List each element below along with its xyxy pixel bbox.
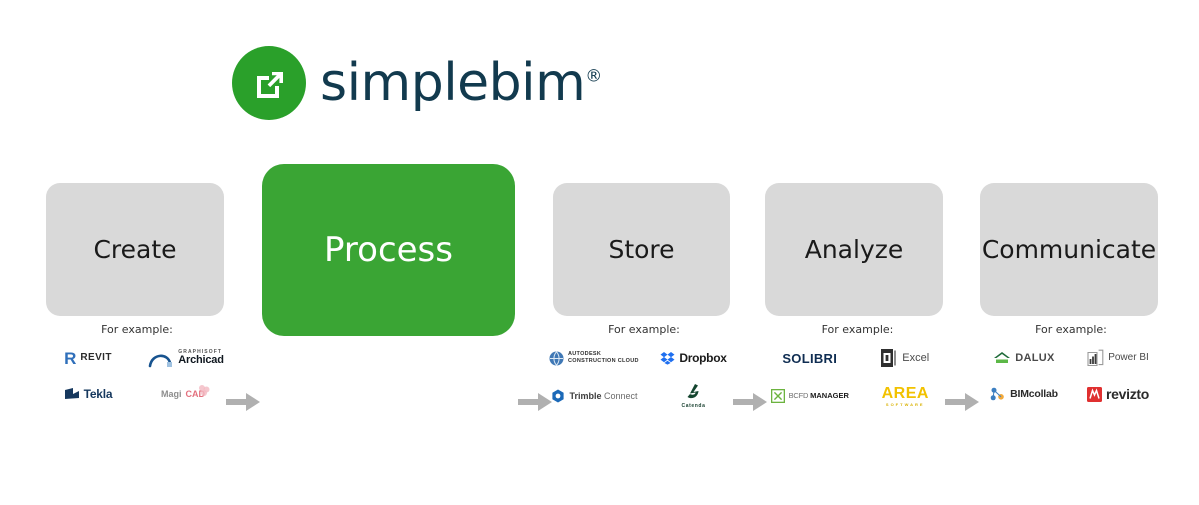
- revizto-icon: [1086, 386, 1102, 402]
- arrow-right-icon-1: [226, 393, 260, 411]
- dalux-label: DALUX: [1015, 351, 1055, 364]
- area-sublabel: SOFTWARE: [885, 401, 925, 407]
- dropbox-icon: [660, 352, 675, 365]
- stage-create[interactable]: Create: [46, 183, 224, 316]
- tekla-label: Tekla: [83, 387, 113, 401]
- examples-analyze: For example: SOLIBRI Excel BCFD MANAGER: [765, 323, 950, 411]
- bcf-manager-icon: [770, 389, 785, 403]
- bimcollab-icon: [990, 387, 1004, 400]
- excel-icon: [881, 349, 897, 367]
- stage-store[interactable]: Store: [553, 183, 730, 316]
- magicad-icon: [199, 384, 210, 396]
- stage-process-label: Process: [324, 230, 453, 270]
- logo-magicad: Magi CAD: [161, 381, 211, 407]
- autodesk-construction-cloud-label: AUTODESK CONSTRUCTION CLOUD: [568, 351, 639, 364]
- logo-solibri: SOLIBRI: [782, 345, 837, 371]
- dropbox-label: Dropbox: [679, 351, 727, 365]
- examples-communicate: For example: DALUX Power BI: [980, 323, 1162, 407]
- brand-logo: simplebim®: [232, 46, 602, 120]
- solibri-label: SOLIBRI: [782, 350, 838, 366]
- brand-name: simplebim®: [320, 57, 602, 109]
- revit-r-icon: R: [64, 348, 77, 368]
- power-bi-label: Power BI: [1108, 352, 1149, 363]
- archicad-sublabel: GRAPHISOFT: [178, 348, 223, 355]
- arrow-right-icon-3: [733, 393, 767, 411]
- workflow-row: Create Process Store Analyze Communicate: [0, 150, 1199, 411]
- area-label: AREA: [881, 384, 929, 402]
- logo-trimble-connect: Trimble Connect: [551, 383, 638, 409]
- logo-power-bi: Power BI: [1087, 345, 1149, 371]
- trimble-icon: [552, 389, 565, 403]
- arrow-right-icon-2: [518, 393, 552, 411]
- archicad-arch-icon: [148, 354, 173, 368]
- logo-area-software: AREA SOFTWARE: [882, 381, 929, 411]
- bcf-manager-label: BCFD: [788, 391, 811, 401]
- logo-bcf-manager: BCFD MANAGER: [770, 383, 849, 409]
- dalux-house-icon: [994, 352, 1011, 363]
- stage-analyze[interactable]: Analyze: [765, 183, 943, 316]
- stage-store-label: Store: [608, 235, 675, 264]
- trimble-label2: Connect: [604, 390, 638, 401]
- excel-label: Excel: [902, 351, 930, 364]
- catenda-icon: [687, 383, 698, 398]
- stage-communicate-label: Communicate: [981, 235, 1157, 264]
- logo-archicad: GRAPHISOFT Archicad: [148, 345, 224, 371]
- examples-communicate-caption: For example:: [1035, 323, 1107, 336]
- stage-process[interactable]: Process: [262, 164, 515, 336]
- revizto-label: revizto: [1105, 386, 1150, 402]
- export-box-arrow-icon: [232, 46, 306, 120]
- trimble-label: Trimble: [569, 390, 602, 401]
- examples-create: For example: R REVIT GRAPHISOFT Archicad…: [42, 323, 232, 407]
- stage-communicate[interactable]: Communicate: [980, 183, 1158, 316]
- logo-tekla: Tekla: [64, 381, 113, 407]
- examples-create-caption: For example:: [101, 323, 173, 336]
- stage-create-label: Create: [93, 235, 177, 264]
- logo-revit: R REVIT: [64, 345, 112, 371]
- examples-store: For example: AUTODESK CONSTRUCTION CLOUD…: [548, 323, 740, 411]
- tekla-icon: [64, 388, 79, 399]
- logo-bimcollab: BIMcollab: [990, 381, 1058, 407]
- arrow-right-icon-4: [945, 393, 979, 411]
- power-bi-icon: [1087, 349, 1104, 367]
- logo-catenda: Catenda: [682, 381, 706, 411]
- registered-mark: ®: [585, 66, 602, 87]
- brand-name-text: simplebim: [320, 53, 586, 113]
- bimcollab-label: BIMcollab: [1010, 387, 1058, 400]
- magicad-label2: CAD: [185, 388, 206, 399]
- bcf-manager-label2: MANAGER: [810, 391, 849, 401]
- autodesk-globe-icon: [549, 350, 564, 366]
- examples-analyze-caption: For example:: [821, 323, 894, 336]
- logo-dalux: DALUX: [993, 345, 1054, 371]
- logo-dropbox: Dropbox: [660, 345, 727, 371]
- stage-analyze-label: Analyze: [804, 235, 904, 264]
- logo-revizto: revizto: [1086, 381, 1150, 407]
- examples-store-caption: For example:: [608, 323, 680, 336]
- logo-excel: Excel: [881, 345, 929, 371]
- revit-label: REVIT: [80, 352, 112, 363]
- logo-autodesk-construction-cloud: AUTODESK CONSTRUCTION CLOUD: [549, 345, 640, 371]
- catenda-label: Catenda: [681, 402, 706, 409]
- magicad-label: Magi: [160, 388, 182, 399]
- archicad-label: Archicad: [178, 353, 224, 366]
